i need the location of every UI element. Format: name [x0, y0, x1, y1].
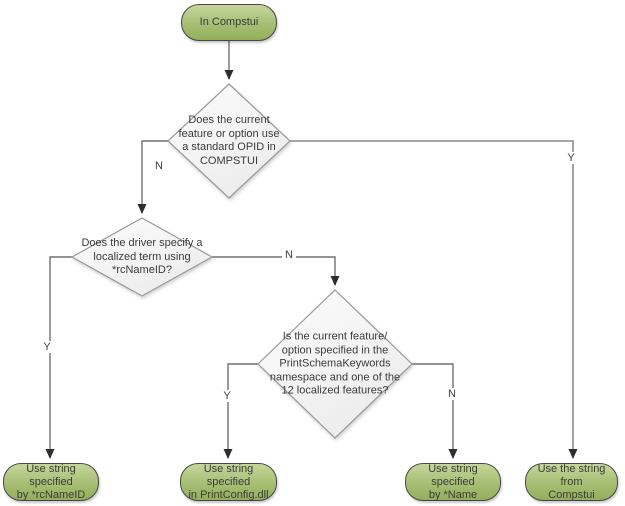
node-result-name: Use string specified by *Name: [405, 463, 501, 501]
node-result-rcnameid: Use string specified by *rcNameID: [3, 463, 99, 501]
connector-rcnameid-no-to-schema: [212, 256, 340, 286]
connector-rcnameid-yes-to-result: [45, 256, 72, 459]
edge-label-schema-yes: Y: [220, 390, 234, 402]
edge-label-opid-no: N: [152, 160, 166, 172]
connector-opid-no-to-rcnameid: [137, 140, 168, 214]
decision-rcnameid-diamond: [70, 217, 214, 297]
node-result-rcnameid-label: Use string specified by *rcNameID: [16, 462, 86, 501]
decision-schema-diamond: [257, 289, 413, 439]
connector-schema-yes-to-printconfig: [223, 363, 258, 459]
node-result-compstui-label: Use the string from Compstui: [537, 462, 606, 501]
edge-label-rcnameid-no: N: [282, 249, 296, 261]
node-start-label: In Compstui: [199, 16, 259, 28]
node-result-name-label: Use string specified by *Name: [428, 462, 478, 501]
edge-label-schema-no: N: [445, 388, 459, 400]
node-start: In Compstui: [181, 4, 277, 41]
node-result-printconfig-label: Use string specified in PrintConfig.dll: [188, 462, 269, 501]
node-result-compstui: Use the string from Compstui: [525, 463, 618, 501]
edge-label-rcnameid-yes: Y: [40, 341, 54, 353]
node-result-printconfig: Use string specified in PrintConfig.dll: [180, 463, 277, 501]
connector-opid-yes-to-compstui: [290, 140, 578, 459]
decision-opid-diamond: [167, 83, 291, 199]
connector-schema-no-to-name: [412, 363, 458, 459]
edge-label-opid-yes: Y: [564, 152, 578, 164]
